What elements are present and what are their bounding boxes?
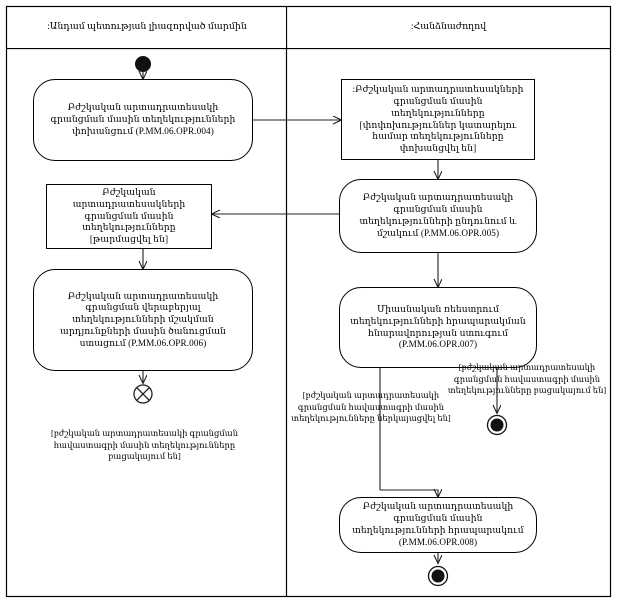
object-node-registration-info-updated[interactable]: Բժշկական արտադրատեսակների գրանցման մասին… <box>46 184 212 249</box>
guard-middle: [բժշկական արտադրատեսակի գրանցման հավաստա… <box>291 391 451 424</box>
object-node-registration-info-transferred[interactable]: :Բժշկական արտադրատեսակների գրանցման մասի… <box>341 79 535 160</box>
action-node-opr-005-label: Բժշկական արտադրատեսակի գրանցման մասին տե… <box>359 192 517 238</box>
lane-header-commission-label: :Հանձնաժողով <box>410 22 487 33</box>
action-node-opr-007[interactable]: Միասնական ռեեստրում տեղեկությունների հրա… <box>339 287 537 368</box>
initial-node <box>135 56 151 72</box>
object-node-registration-info-updated-label: Բժշկական արտադրատեսակների գրանցման մասին… <box>72 187 186 245</box>
activity-final-node-bottom <box>427 565 449 587</box>
action-node-opr-006-label: Բժշկական արտադրատեսակի գրանցման վերաբերյ… <box>60 290 226 348</box>
guard-left-bottom: [բժշկական արտադրատեսակի գրանցման հավաստա… <box>50 429 239 462</box>
object-node-registration-info-transferred-label: :Բժշկական արտադրատեսակների գրանցման մասի… <box>352 84 524 154</box>
lane-header-member-state-label: :Անդամ պետության լիազորված մարմին <box>47 22 247 33</box>
action-node-opr-008-label: Բժշկական արտադրատեսակի գրանցման մասին տե… <box>352 501 524 547</box>
action-node-opr-004-label: Բժշկական արտադրատեսակի գրանցման մասին տե… <box>50 102 236 136</box>
lane-header-commission: :Հանձնաժողով <box>288 8 609 48</box>
lane-header-member-state: :Անդամ պետության լիազորված մարմին <box>8 8 286 48</box>
action-node-opr-008[interactable]: Բժշկական արտադրատեսակի գրանցման մասին տե… <box>339 497 537 553</box>
guard-right: [բժշկական արտադրատեսակի գրանցման հավաստա… <box>447 363 607 396</box>
action-node-opr-005[interactable]: Բժշկական արտադրատեսակի գրանցման մասին տե… <box>339 179 537 253</box>
flow-final-node <box>133 384 153 404</box>
action-node-opr-007-label: Միասնական ռեեստրում տեղեկությունների հրա… <box>350 303 526 350</box>
action-node-opr-006[interactable]: Բժշկական արտադրատեսակի գրանցման վերաբերյ… <box>33 269 253 371</box>
action-node-opr-004[interactable]: Բժշկական արտադրատեսակի գրանցման մասին տե… <box>33 79 253 161</box>
activity-final-node-right <box>486 414 508 436</box>
